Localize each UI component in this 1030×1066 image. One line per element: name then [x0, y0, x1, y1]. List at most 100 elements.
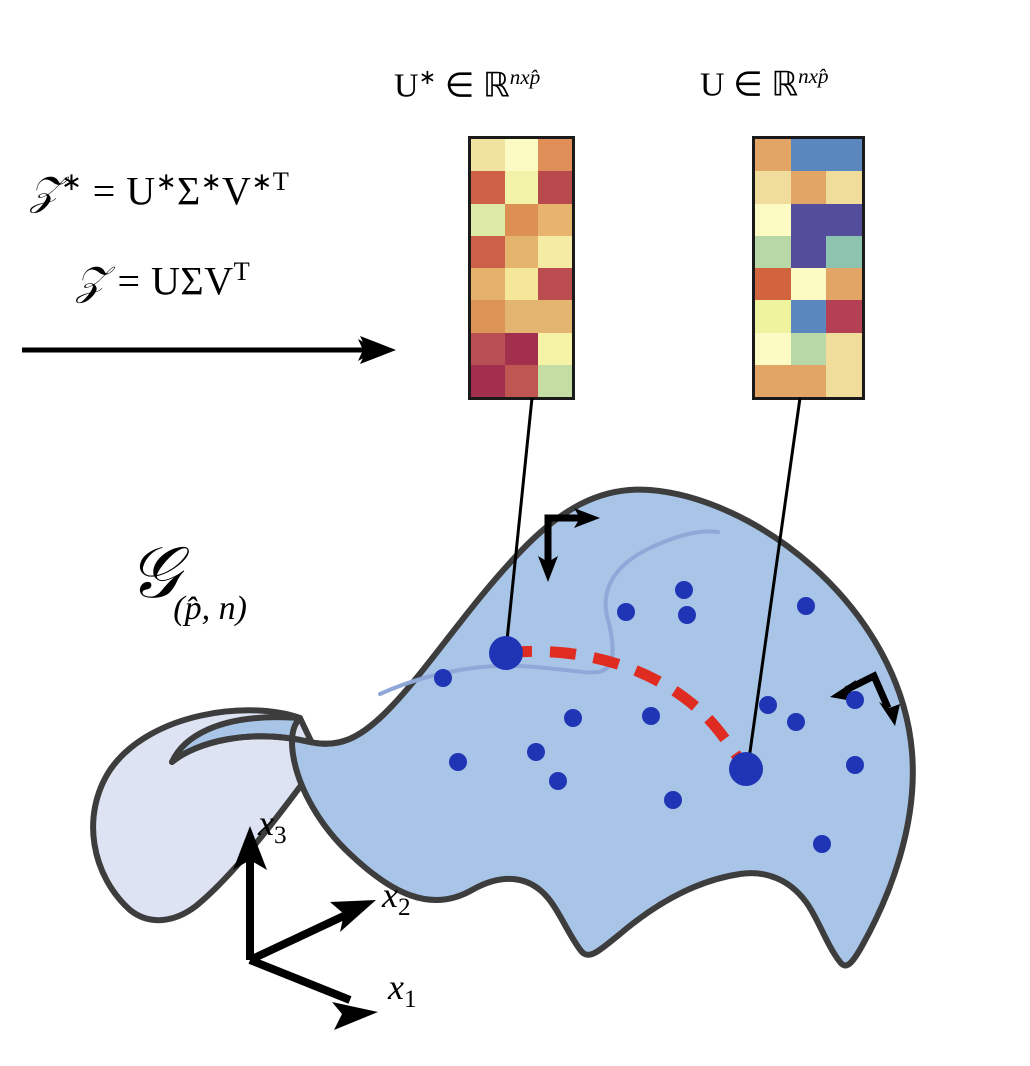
data-point [642, 707, 660, 725]
heatmap-cell [755, 203, 791, 236]
heatmap-cell [538, 364, 572, 397]
sigma-star-symbol: Σ [176, 168, 201, 214]
data-point [449, 753, 467, 771]
data-point [527, 743, 545, 761]
heatmap-cell [504, 235, 539, 268]
u-star-label-symbol: U [394, 67, 419, 105]
heatmap-cell [538, 300, 572, 333]
heatmap-cell [790, 235, 827, 268]
equals-sign-1: = [92, 168, 116, 214]
heatmap-cell [538, 139, 572, 172]
u-star-label-space: ℝ [482, 67, 510, 105]
heatmap-cell [826, 332, 862, 365]
data-point [664, 791, 682, 809]
data-point [564, 709, 582, 727]
data-point [434, 669, 452, 687]
heatmap-cell [504, 300, 539, 333]
axis-label-x3: x3 [258, 802, 287, 850]
heatmap-cell [755, 139, 791, 172]
data-point [846, 691, 864, 709]
transform-arrow [22, 336, 396, 364]
heatmap-cell [755, 235, 791, 268]
heatmap-cell [826, 235, 862, 268]
connector-u [746, 397, 802, 767]
manifold-label: 𝒢(p̂, n) [128, 530, 253, 627]
heatmap-cell [504, 332, 539, 365]
heatmap-cell [790, 203, 827, 236]
geodesic-path [505, 645, 751, 773]
connector-u-star [504, 397, 534, 651]
matrix-label-u: U ∈ ℝnxp̂ [700, 64, 829, 104]
heatmap-cell [826, 268, 862, 301]
heatmap-cell [471, 235, 505, 268]
equals-sign-2: = [117, 258, 141, 304]
heatmap-cell [790, 139, 827, 172]
heatmap-cell [471, 364, 505, 397]
heatmap-cell [790, 300, 827, 333]
u-label-exponent: nxp̂ [798, 64, 829, 88]
equation-z: 𝒵 = UΣVT [76, 256, 251, 305]
heatmap-cell [538, 171, 572, 204]
heatmap-cell [826, 364, 862, 397]
target-point [729, 752, 763, 786]
u-star-heatmap [468, 136, 575, 400]
z-star-asterisk: ∗ [60, 169, 83, 196]
sigma-symbol: Σ [180, 258, 205, 304]
heatmap-cell [755, 268, 791, 301]
v-symbol: V [204, 258, 234, 304]
heatmap-cell [826, 171, 862, 204]
x3-letter: x [258, 803, 274, 843]
heatmap-cell [790, 332, 827, 365]
data-point [675, 581, 693, 599]
data-point [797, 597, 815, 615]
heatmap-cell [504, 268, 539, 301]
u-star-label-exponent: nxp̂ [509, 65, 541, 89]
heatmap-cell [826, 300, 862, 333]
transpose-2: T [233, 256, 251, 286]
z-star-symbol: 𝒵 [30, 168, 61, 215]
heatmap-cell [471, 171, 505, 204]
x2-letter: x [382, 875, 398, 915]
heatmap-cell [538, 235, 572, 268]
u-label-space: ℝ [771, 66, 799, 104]
heatmap-cell [471, 300, 505, 333]
heatmap-cell [504, 171, 539, 204]
axis-label-x1: x1 [388, 966, 417, 1014]
data-point [846, 756, 864, 774]
heatmap-cell [755, 171, 791, 204]
data-point [617, 603, 635, 621]
data-point [759, 696, 777, 714]
heatmap-cell [790, 364, 827, 397]
matrix-label-u-star: U∗ ∈ ℝnxp̂ [394, 64, 540, 105]
heatmap-cell [504, 364, 539, 397]
coordinate-axes [233, 826, 378, 1030]
heatmap-cell [755, 300, 791, 333]
manifold-label-symbol: 𝒢 [128, 530, 180, 614]
data-points [434, 581, 864, 853]
u-label-member: ∈ [733, 66, 763, 104]
heatmap-cell [790, 268, 827, 301]
x1-letter: x [388, 967, 404, 1007]
sigma-asterisk: ∗ [200, 169, 223, 196]
heatmap-cell [538, 332, 572, 365]
x3-subscript: 3 [273, 822, 287, 850]
u-label-symbol: U [700, 66, 725, 104]
heatmap-cell [471, 268, 505, 301]
heatmap-cell [471, 332, 505, 365]
axis-label-x2: x2 [382, 874, 411, 922]
data-point [549, 772, 567, 790]
data-point [787, 713, 805, 731]
heatmap-cell [538, 203, 572, 236]
transpose-1: T [272, 166, 290, 196]
heatmap-cell [504, 203, 539, 236]
v-asterisk: ∗ [251, 169, 273, 196]
heatmap-cell [826, 139, 862, 172]
heatmap-cell [504, 139, 539, 172]
z-symbol: 𝒵 [76, 258, 107, 305]
source-point [489, 636, 523, 670]
data-point [678, 606, 696, 624]
u-symbol: U [151, 258, 181, 304]
u-heatmap [752, 136, 865, 400]
